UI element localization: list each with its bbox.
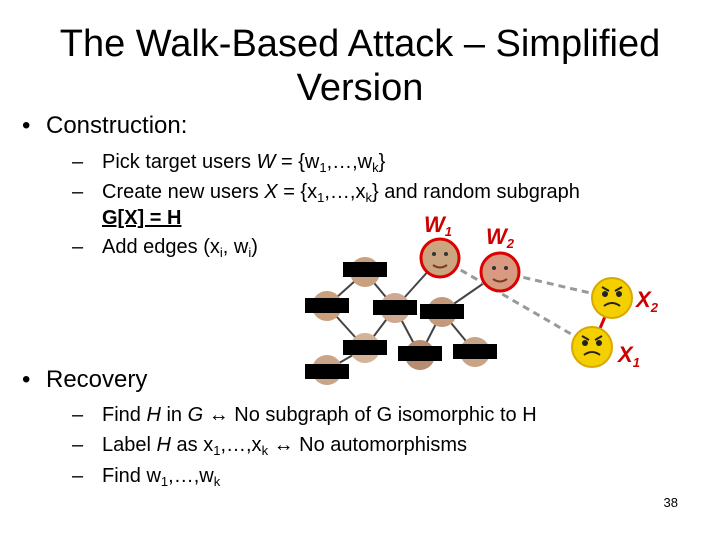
- anon-node: [343, 333, 387, 363]
- bullet-dot-icon: •: [22, 366, 31, 393]
- bullet-construction: •Construction:: [22, 112, 188, 139]
- bullet-dot-icon: •: [22, 112, 31, 139]
- target-user-w1: [419, 237, 461, 279]
- anonymized-nodes: [305, 257, 497, 385]
- anon-node: [373, 293, 417, 323]
- construction-item-2: –Create new users X = {x1,…,xk} and rand…: [72, 181, 580, 205]
- construction-item-3: –Add edges (xi, wi): [72, 236, 258, 260]
- recovery-item-3: –Find w1,…,wk: [72, 465, 221, 489]
- label-x2: X2: [634, 287, 659, 315]
- anon-node: [305, 355, 349, 385]
- recovery-item-1: –Find H in G ↔ No subgraph of G isomorph…: [72, 404, 537, 426]
- construction-item-1: –Pick target users W = {w1,…,wk}: [72, 151, 386, 175]
- new-user-x1-icon: [571, 326, 613, 368]
- label-w2: W2: [486, 224, 515, 251]
- bullet-recovery: •Recovery: [22, 366, 148, 393]
- label-x1: X1: [616, 342, 640, 370]
- target-user-w2: [479, 251, 521, 293]
- dashed-edges: [439, 256, 613, 347]
- anon-node: [453, 337, 497, 367]
- new-user-x2-icon: [591, 277, 633, 319]
- anon-node: [420, 297, 464, 327]
- anon-node: [305, 291, 349, 321]
- construction-item-2-cont: G[X] = H: [102, 207, 182, 229]
- recovery-item-2: –Label H as x1,…,xk ↔ No automorphisms: [72, 434, 468, 458]
- slide-title: The Walk-Based Attack – Simplified Versi…: [59, 23, 661, 109]
- page-number: 38: [663, 495, 678, 510]
- anon-node: [343, 257, 387, 287]
- anon-node: [398, 340, 442, 370]
- label-w1: W1: [424, 212, 452, 239]
